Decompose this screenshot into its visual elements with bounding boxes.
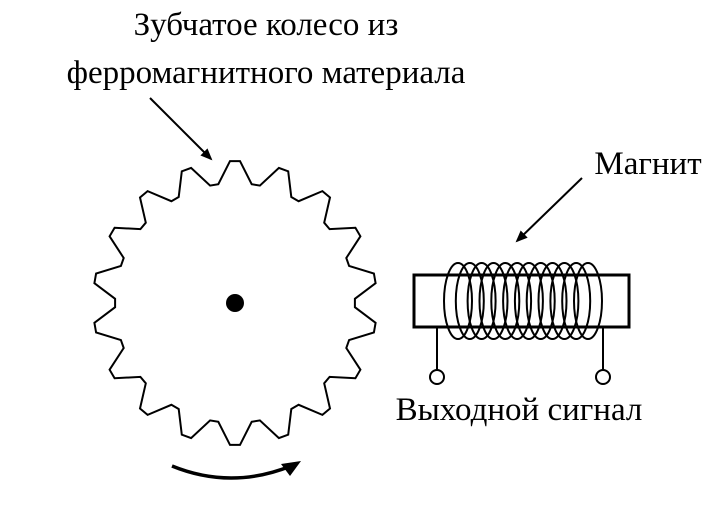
coil-turn xyxy=(525,262,556,340)
output-signal-label: Выходной сигнал xyxy=(396,392,643,428)
coil-turn xyxy=(443,262,473,340)
rotation-arrowhead xyxy=(281,461,301,476)
magnet-core xyxy=(412,273,631,329)
coil-turn xyxy=(454,262,485,340)
output-terminal-left xyxy=(429,369,445,385)
coil-turn xyxy=(573,262,603,340)
gear-wheel xyxy=(93,160,377,446)
coil-turn xyxy=(537,262,568,340)
coil-turn xyxy=(513,262,544,340)
coil-turn xyxy=(549,262,580,340)
coil-turn xyxy=(502,262,533,340)
coil-turn xyxy=(561,262,592,340)
coil-turn xyxy=(478,262,509,340)
rotation-arrow xyxy=(171,464,292,480)
magnet-label: Магнит xyxy=(594,146,701,182)
gear-label-line2: ферромагнитного материала xyxy=(67,55,466,91)
coil-turn xyxy=(466,262,497,340)
gear-label-line1: Зубчатое колесо из xyxy=(134,7,399,43)
coil-winding xyxy=(443,262,603,340)
gear-axle xyxy=(226,294,244,312)
coil-turn xyxy=(490,262,521,340)
output-terminal-right xyxy=(595,369,611,385)
magnet-pointer-arrow xyxy=(515,177,583,243)
gear-pointer-arrow xyxy=(149,97,213,161)
